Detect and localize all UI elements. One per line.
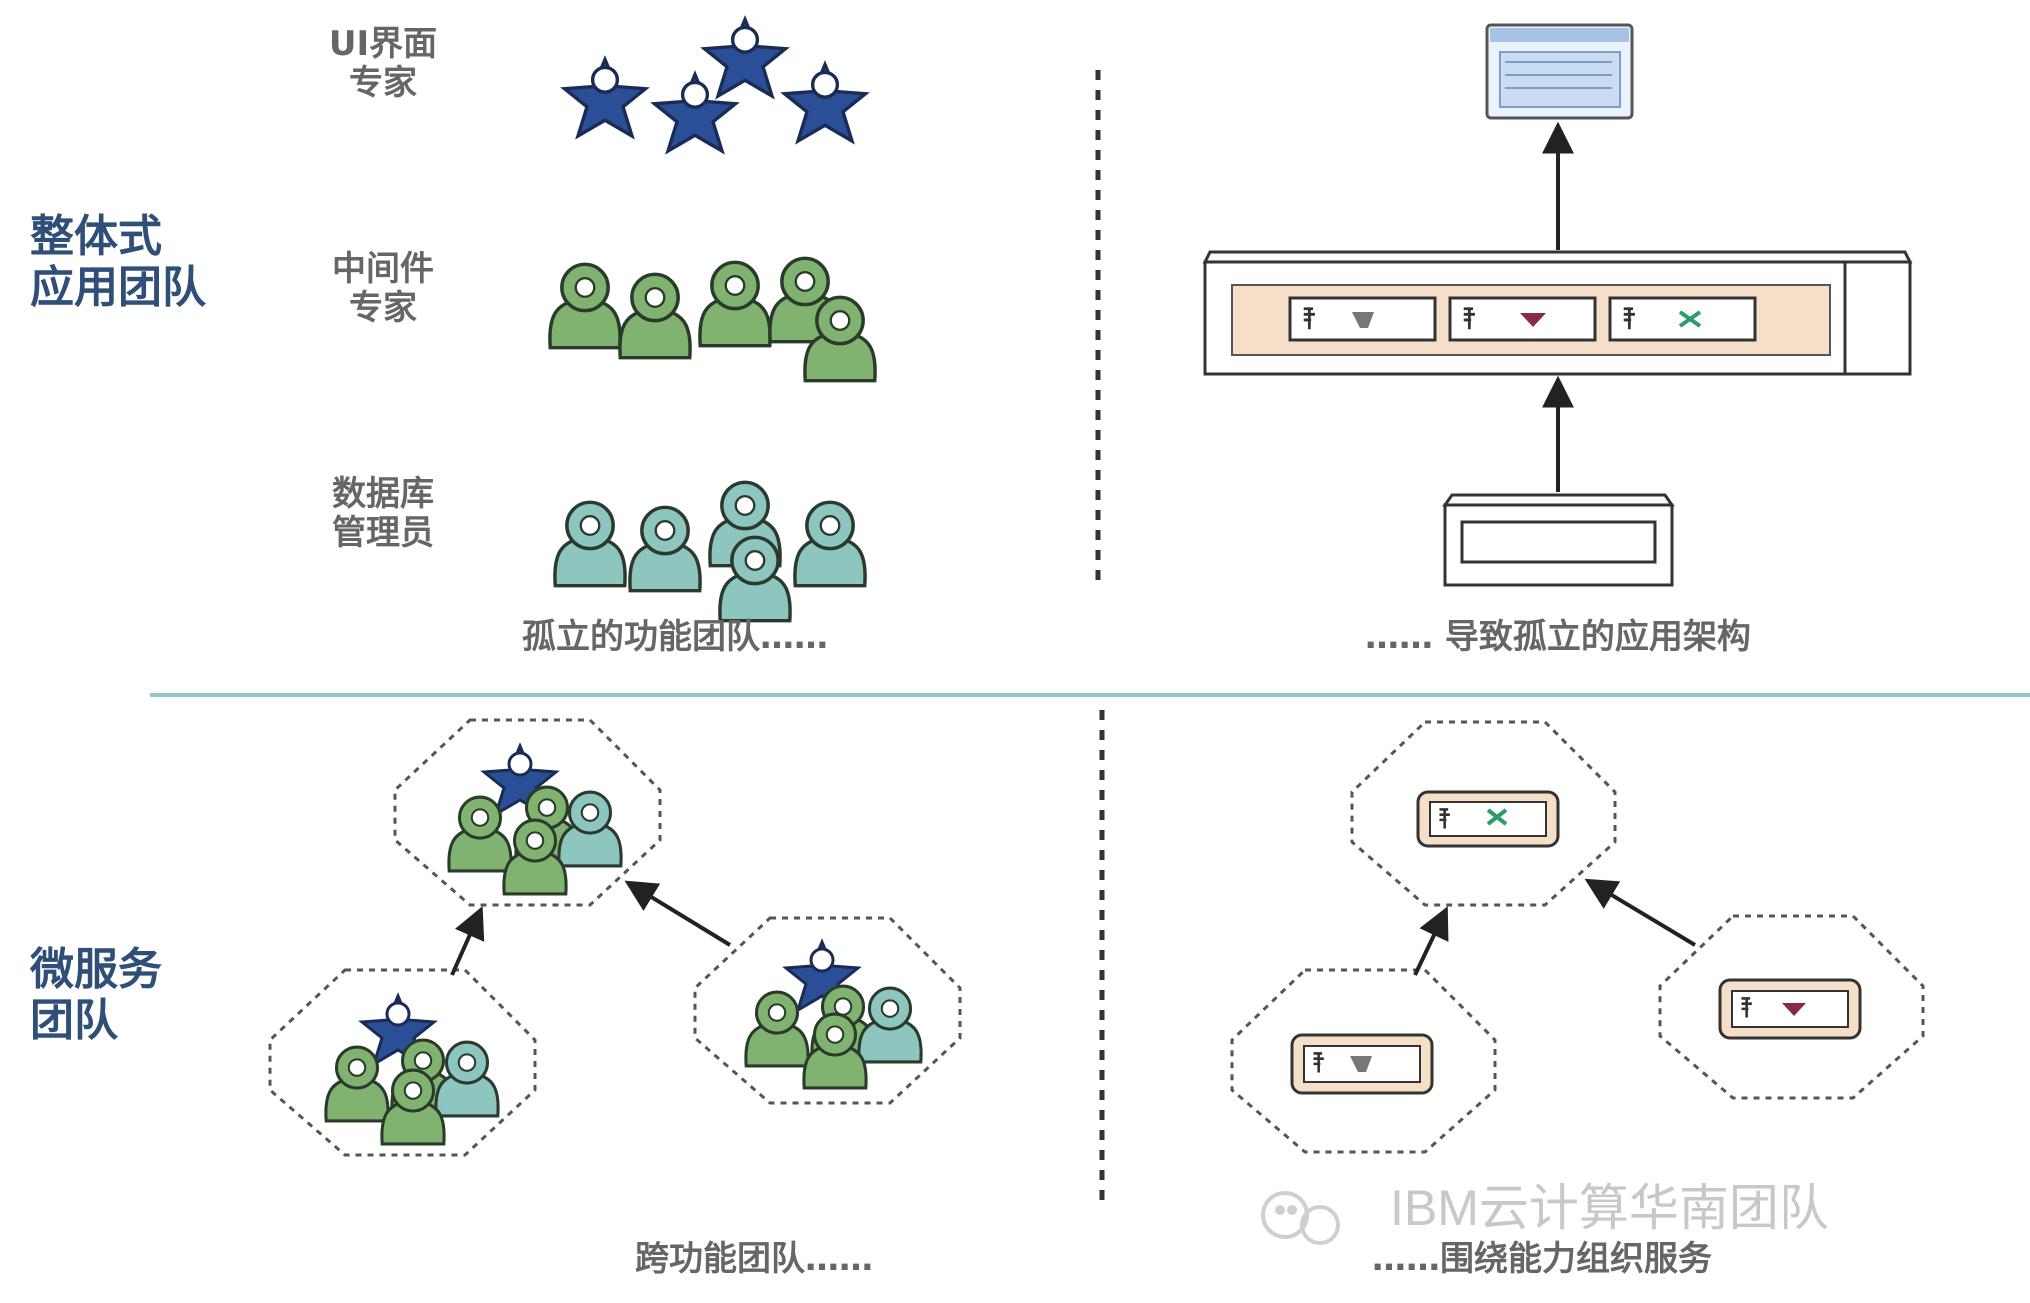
- db-person-icon: [857, 986, 923, 1064]
- team-group-top: [393, 718, 662, 907]
- role-label-ui-line2: 专家: [349, 63, 417, 104]
- caption-isolated-teams: 孤立的功能团队……: [522, 617, 828, 657]
- arrow-svc-right-to-top: [1584, 878, 1697, 947]
- middleware-team-cluster: [548, 256, 877, 383]
- db-person-icon: [628, 505, 702, 593]
- db-person-icon: [434, 1040, 500, 1118]
- service-group-top: [1350, 720, 1617, 907]
- module-shape-icon: [1352, 312, 1374, 328]
- db-person-icon: [553, 500, 627, 588]
- ui-window-icon: [1485, 23, 1634, 120]
- monolith-team-label-line2: 应用团队: [30, 261, 206, 313]
- monolith-team-label-line1: 整体式: [30, 211, 162, 262]
- middleware-person-icon: [698, 260, 772, 348]
- microservice-team-label-line1: 微服务: [30, 944, 162, 995]
- ui-person-icon: [702, 17, 788, 98]
- service-group-right: [1658, 914, 1925, 1100]
- module-shape-icon: [1520, 313, 1546, 327]
- middleware-person-icon: [618, 272, 692, 360]
- ui-person-icon: [562, 57, 648, 138]
- team-group-right: [693, 916, 962, 1105]
- module-box: [1608, 296, 1757, 342]
- role-label-middleware-line2: 专家: [349, 288, 417, 329]
- arrow-right-to-top: [624, 880, 732, 947]
- service-shape-icon: [1486, 808, 1508, 826]
- monolith-app-server: [1202, 250, 1913, 376]
- service-shape-icon: [1350, 1056, 1372, 1072]
- ui-person-icon: [782, 62, 868, 143]
- db-team-cluster: [553, 480, 867, 623]
- caption-cross-functional: 跨功能团队……: [635, 1239, 873, 1279]
- microservice-team-label: 微服务 团队: [30, 944, 162, 1046]
- middleware-person-icon: [548, 262, 622, 350]
- watermark-text: IBM云计算华南团队: [1390, 1180, 1829, 1236]
- monolith-team-label: 整体式 应用团队: [30, 211, 206, 313]
- team-group-left: [268, 968, 537, 1157]
- role-label-db-line2: 管理员: [332, 513, 434, 554]
- role-label-db: 数据库 管理员: [283, 474, 483, 554]
- role-label-middleware: 中间件 专家: [283, 249, 483, 329]
- service-shape-icon: [1782, 1003, 1806, 1016]
- ui-team-cluster: [562, 17, 868, 153]
- module-box: [1448, 296, 1597, 342]
- role-label-middleware-line1: 中间件: [332, 249, 434, 289]
- caption-isolated-architecture: …… 导致孤立的应用架构: [1365, 617, 1751, 657]
- db-person-icon: [793, 500, 867, 588]
- module-shape-icon: [1678, 310, 1702, 328]
- role-label-db-line1: 数据库: [332, 474, 434, 514]
- role-label-ui: UI界面 专家: [283, 24, 483, 104]
- service-group-left: [1230, 968, 1497, 1154]
- database-server: [1442, 493, 1675, 587]
- microservice-team-label-line2: 团队: [30, 994, 118, 1046]
- role-label-ui-line1: UI界面: [328, 24, 438, 64]
- caption-capability-services: ……围绕能力组织服务: [1372, 1239, 1712, 1279]
- arrow-svc-left-to-top: [1413, 906, 1449, 976]
- arrow-left-to-top: [450, 906, 485, 976]
- watermark-logo-icon: [1261, 1191, 1340, 1245]
